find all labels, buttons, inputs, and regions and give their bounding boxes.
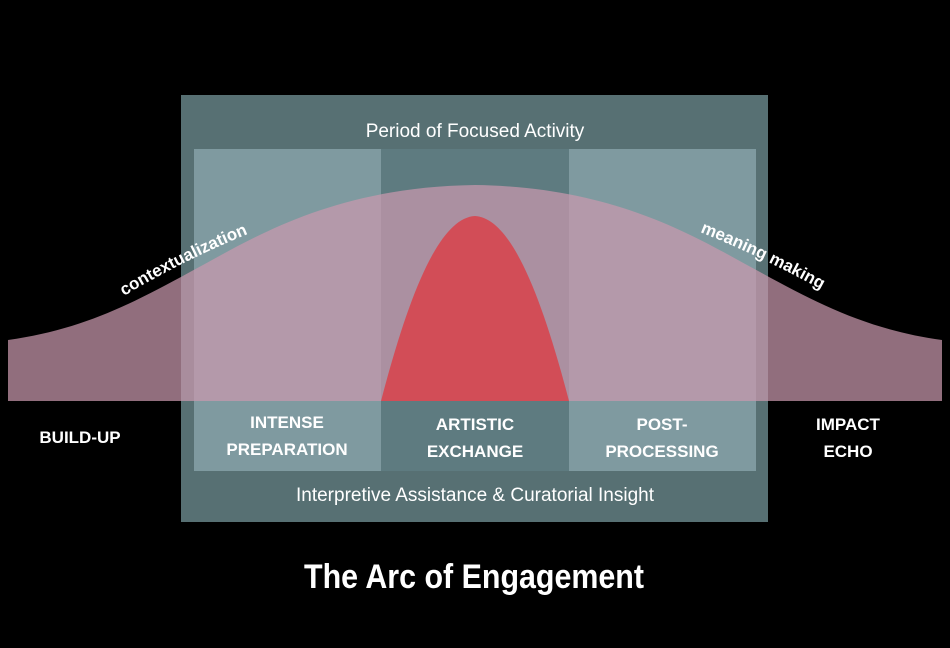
- assistance-label: Interpretive Assistance & Curatorial Ins…: [296, 485, 655, 506]
- build-up-label: BUILD-UP: [39, 428, 120, 447]
- artistic-exchange-line2: EXCHANGE: [427, 442, 523, 461]
- artistic-exchange-line1: ARTISTIC: [436, 415, 514, 434]
- intense-preparation-line2: PREPARATION: [226, 440, 347, 459]
- period-label: Period of Focused Activity: [366, 121, 585, 142]
- artistic-exchange-peak: [381, 216, 569, 401]
- post-processing-line1: POST-: [636, 415, 687, 434]
- post-processing-line2: PROCESSING: [605, 442, 718, 461]
- intense-preparation-line1: INTENSE: [250, 413, 324, 432]
- diagram-title: The Arc of Engagement: [304, 558, 644, 596]
- impact-echo-line2: ECHO: [823, 442, 872, 461]
- impact-echo-line1: IMPACT: [816, 415, 881, 434]
